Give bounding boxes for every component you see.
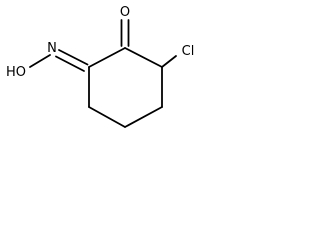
bond-n-o bbox=[29, 54, 51, 68]
bond-c4-c5 bbox=[88, 106, 126, 128]
chlorine-atom-label: Cl bbox=[182, 44, 195, 59]
bond-c6-n-double-b bbox=[55, 55, 85, 72]
bond-c6-c1 bbox=[88, 47, 126, 68]
bond-c2-cl bbox=[161, 55, 177, 68]
atom-labels: O Cl N HO bbox=[6, 5, 194, 80]
bond-c6-n-double-a bbox=[58, 49, 89, 66]
bonds bbox=[29, 19, 177, 128]
bond-c1-c2 bbox=[124, 47, 163, 68]
oxygen-atom-label: O bbox=[120, 5, 130, 20]
bond-c3-c4 bbox=[124, 106, 163, 128]
chemical-structure: O Cl N HO bbox=[6, 5, 194, 128]
nitrogen-atom-label: N bbox=[47, 41, 57, 56]
hydroxy-group-label: HO bbox=[6, 65, 26, 80]
